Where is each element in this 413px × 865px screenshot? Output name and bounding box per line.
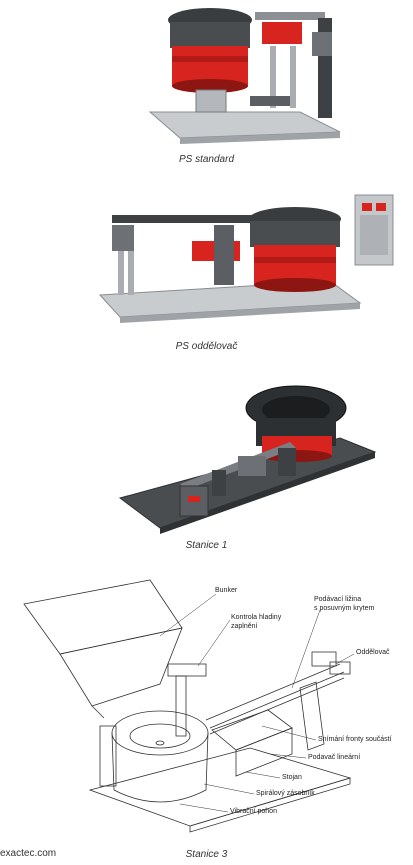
footer-site: exactec.com bbox=[0, 848, 57, 859]
stanice-1-image bbox=[118, 385, 377, 534]
label-oddelovac: Oddělovač bbox=[356, 649, 390, 656]
label-kontrola-line1: Kontrola hladiny bbox=[231, 614, 282, 621]
label-stojan: Stojan bbox=[282, 774, 302, 781]
label-spiralovy: Spirálový zásobník bbox=[256, 790, 315, 797]
stanice-3-diagram: Bunker Kontrola hladiny zaplnění Podávac… bbox=[23, 579, 392, 833]
label-kontrola-line2: zaplnění bbox=[231, 623, 258, 630]
caption-ps-standard: PS standard bbox=[178, 154, 235, 165]
ps-standard-image bbox=[148, 8, 341, 144]
figure-ps-standard bbox=[0, 0, 413, 150]
figure-stanice-3: Bunker Kontrola hladiny zaplnění Podávac… bbox=[0, 568, 413, 846]
label-snimani: Snímání fronty součástí bbox=[318, 736, 392, 743]
label-podavaci-line2: s posuvným krytem bbox=[314, 605, 374, 612]
caption-stanice-1: Stanice 1 bbox=[185, 540, 228, 551]
label-podavac: Podavač lineární bbox=[308, 754, 360, 761]
figure-stanice-1 bbox=[0, 378, 413, 538]
caption-stanice-3: Stanice 3 bbox=[185, 849, 228, 860]
figure-ps-oddelovac bbox=[0, 185, 413, 335]
ps-oddelovac-image bbox=[98, 194, 394, 323]
label-vibracni: Vibrační pohon bbox=[230, 808, 277, 815]
label-podavaci-line1: Podávací ližina bbox=[314, 596, 361, 603]
label-bunker: Bunker bbox=[215, 587, 238, 594]
caption-ps-oddelovac: PS oddělovač bbox=[175, 341, 238, 352]
